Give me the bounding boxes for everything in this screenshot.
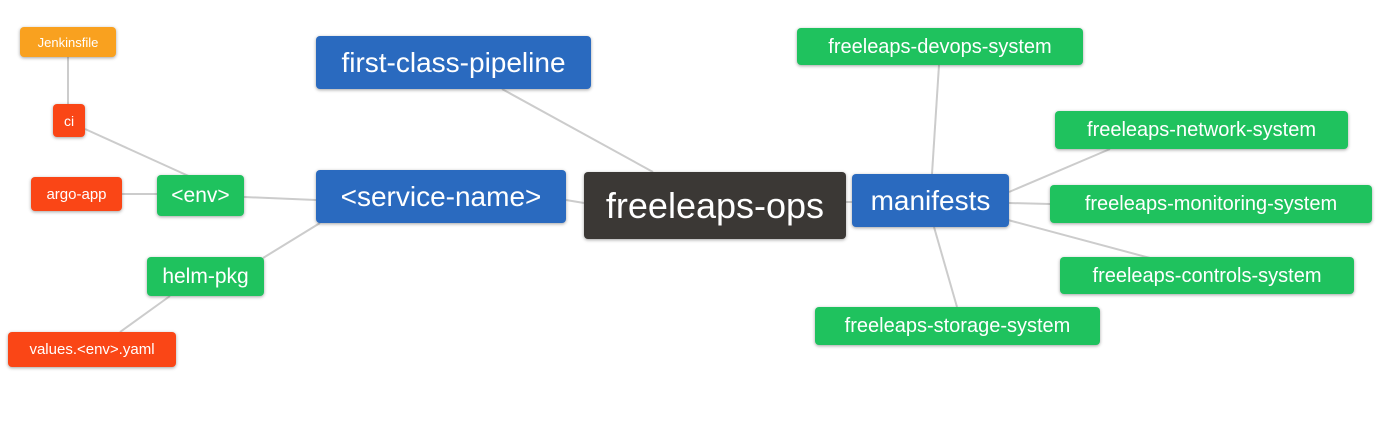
node-manifests[interactable]: manifests — [852, 174, 1009, 227]
node-label-freeleaps-devops-system: freeleaps-devops-system — [828, 35, 1052, 58]
node-label-env: <env> — [171, 184, 230, 207]
node-label-argo-app: argo-app — [46, 185, 107, 203]
edge-helm-pkg--service-name — [262, 222, 321, 259]
node-first-class-pipeline[interactable]: first-class-pipeline — [316, 36, 591, 89]
node-label-freeleaps-monitoring-system: freeleaps-monitoring-system — [1084, 193, 1338, 215]
node-freeleaps-storage-system[interactable]: freeleaps-storage-system — [815, 307, 1100, 345]
edge-first-class-pipeline--freeleaps-ops — [501, 88, 654, 173]
node-values-env-yaml[interactable]: values.<env>.yaml — [8, 332, 176, 367]
node-helm-pkg[interactable]: helm-pkg — [147, 257, 264, 296]
edge-manifests--freeleaps-monitoring-system — [1008, 202, 1051, 205]
node-freeleaps-ops[interactable]: freeleaps-ops — [584, 172, 846, 239]
node-label-manifests: manifests — [870, 184, 991, 216]
node-label-freeleaps-ops: freeleaps-ops — [605, 184, 825, 226]
edge-ci--env — [84, 128, 194, 179]
edge-values-env-yaml--helm-pkg — [119, 295, 171, 333]
node-freeleaps-controls-system[interactable]: freeleaps-controls-system — [1060, 257, 1354, 294]
node-env[interactable]: <env> — [157, 175, 244, 216]
node-service-name[interactable]: <service-name> — [316, 170, 566, 223]
node-argo-app[interactable]: argo-app — [31, 177, 122, 211]
node-label-ci: ci — [63, 112, 75, 129]
node-label-first-class-pipeline: first-class-pipeline — [341, 46, 566, 78]
node-label-helm-pkg: helm-pkg — [162, 265, 249, 288]
node-label-freeleaps-network-system: freeleaps-network-system — [1087, 119, 1316, 141]
node-freeleaps-network-system[interactable]: freeleaps-network-system — [1055, 111, 1348, 149]
edge-service-name--freeleaps-ops — [565, 199, 585, 204]
node-label-values-env-yaml: values.<env>.yaml — [29, 341, 155, 358]
edge-manifests--freeleaps-storage-system — [933, 226, 958, 308]
node-freeleaps-monitoring-system[interactable]: freeleaps-monitoring-system — [1050, 185, 1372, 223]
node-label-service-name: <service-name> — [340, 180, 542, 212]
node-ci[interactable]: ci — [53, 104, 85, 137]
node-label-freeleaps-storage-system: freeleaps-storage-system — [844, 315, 1071, 337]
edge-manifests--freeleaps-controls-system — [1007, 219, 1151, 259]
edge-manifests--freeleaps-devops-system — [931, 64, 940, 175]
edge-env--service-name — [243, 196, 317, 201]
node-freeleaps-devops-system[interactable]: freeleaps-devops-system — [797, 28, 1083, 65]
node-label-freeleaps-controls-system: freeleaps-controls-system — [1092, 264, 1322, 287]
node-jenkinsfile[interactable]: Jenkinsfile — [20, 27, 116, 57]
node-label-jenkinsfile: Jenkinsfile — [37, 34, 99, 50]
